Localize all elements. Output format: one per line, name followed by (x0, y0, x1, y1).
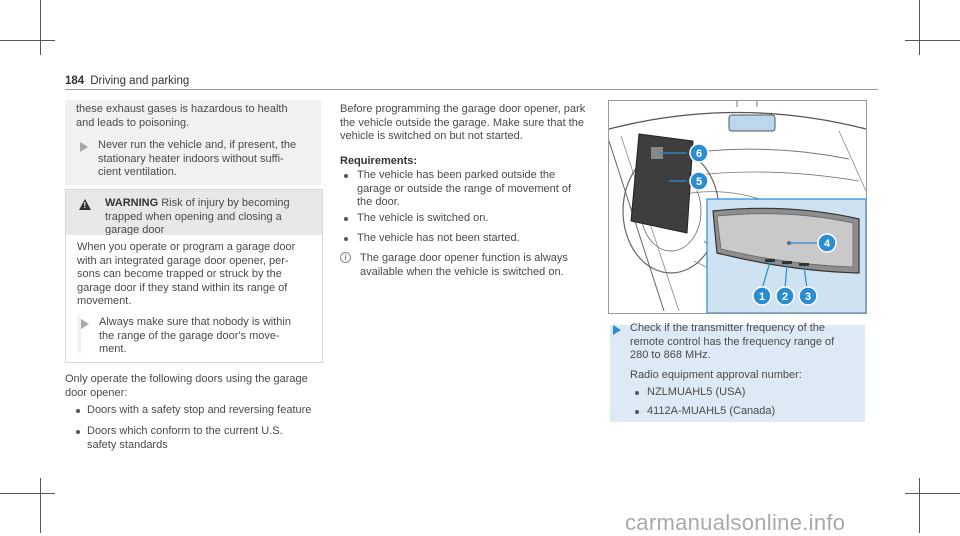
text-line: Doors which conform to the current U.S. (87, 425, 283, 437)
requirement-item: The vehicle has not been started. (357, 232, 597, 246)
warning-bullet-text: Always make sure that nobody is within t… (99, 316, 319, 357)
warning-header: ! WARNING Risk of injury by becoming tra… (66, 190, 322, 238)
list-bullet-icon (635, 410, 639, 414)
text-line: remote control has the frequency range o… (630, 335, 835, 348)
text-line: these exhaust gases is hazardous to heal… (76, 103, 288, 115)
crop-mark (905, 40, 960, 41)
step-text: Check if the transmitter frequency of th… (630, 322, 860, 363)
arrow-bullet-icon (613, 325, 621, 335)
text-line: available when the vehicle is switched o… (360, 265, 564, 278)
text-line: the vehicle outside the garage. Make sur… (340, 116, 584, 129)
text-line: garage door (105, 224, 165, 236)
col1-intro: Only operate the following doors using t… (65, 373, 325, 400)
warning-body-text: When you operate or program a garage doo… (77, 241, 317, 309)
continued-warning-box (65, 100, 321, 185)
text-line: The vehicle has not been started. (357, 232, 520, 244)
text-line: Before programming the garage door opene… (340, 103, 586, 115)
requirements-title: Requirements: (340, 155, 418, 167)
text-line: The vehicle has been parked outside the (357, 169, 556, 181)
watermark: carmanualsonline.info (625, 510, 846, 535)
text-line: trapped when opening and closing a (105, 210, 282, 223)
text-line: The garage door opener function is alway… (360, 252, 568, 264)
figure-label-3: 3 (805, 291, 811, 303)
text-line: and leads to poisoning. (76, 116, 190, 129)
text-line: vehicle is switched on but not started. (340, 130, 523, 142)
text-line: garage or outside the range of movement … (357, 182, 572, 195)
arrow-bullet-icon (80, 142, 88, 152)
mirror-illustration: 6 5 4 1 2 3 (608, 101, 867, 314)
figure-label-5: 5 (696, 176, 702, 188)
info-icon: i (340, 252, 351, 263)
requirement-item: The vehicle has been parked outside the … (357, 169, 597, 210)
figure-label-2: 2 (782, 291, 788, 303)
header-rule (65, 89, 878, 90)
text-line: When you operate or program a garage doo… (77, 241, 296, 253)
garage-opener-figure: 6 5 4 1 2 3 (608, 100, 867, 314)
text-line: stationary heater indoors without suffi- (98, 152, 284, 165)
page-number: 184 (65, 75, 85, 87)
text-line: with an integrated garage door opener, p… (77, 254, 289, 267)
list-bullet-icon (635, 391, 639, 395)
text-line: door opener: (65, 386, 128, 399)
text-line: safety standards (87, 438, 168, 451)
radio-item: NZLMUAHL5 (USA) (647, 386, 746, 398)
warning-triangle-icon (79, 199, 91, 210)
crop-mark (905, 493, 960, 494)
crop-mark (0, 493, 55, 494)
col2-intro: Before programming the garage door opene… (340, 103, 600, 144)
text-line: Never run the vehicle and, if present, t… (98, 139, 297, 151)
box1-text: these exhaust gases is hazardous to heal… (76, 103, 316, 130)
section-title: Driving and parking (90, 75, 190, 87)
text-line: movement. (77, 295, 132, 307)
figure-label-6: 6 (696, 148, 702, 160)
text-line: Doors with a safety stop and reversing f… (87, 404, 312, 416)
list-bullet-icon (76, 409, 80, 413)
warning-header-text: WARNING Risk of injury by becoming trapp… (105, 197, 315, 238)
info-text: The garage door opener function is alway… (360, 252, 600, 279)
list-item: Doors which conform to the current U.S. … (87, 425, 327, 452)
warning-label: WARNING (105, 197, 159, 209)
text-line: WARNING Risk of injury by becoming (105, 197, 315, 211)
step-box (610, 325, 865, 422)
text-line: the door. (357, 196, 400, 208)
crop-mark (40, 478, 41, 533)
text-line: garage door if they stand within its ran… (77, 281, 288, 294)
list-bullet-icon (76, 430, 80, 434)
crop-mark (40, 0, 41, 55)
arrow-bullet-icon (81, 319, 89, 329)
warning-box: ! WARNING Risk of injury by becoming tra… (65, 189, 323, 363)
list-bullet-icon (344, 174, 348, 178)
text-line: the range of the garage door's move- (99, 329, 280, 342)
warning-body: When you operate or program a garage doo… (66, 235, 322, 362)
list-bullet-icon (344, 217, 348, 221)
text-line: Check if the transmitter frequency of th… (630, 322, 826, 334)
requirement-item: The vehicle is switched on. (357, 212, 597, 226)
text-line: 280 to 868 MHz. (630, 349, 711, 361)
text-line: Risk of injury by becoming (161, 197, 290, 209)
warning-exclamation-icon: ! (83, 201, 87, 210)
text-line: cient ventilation. (98, 166, 177, 178)
radio-label: Radio equipment approval number: (630, 369, 802, 381)
crop-mark (0, 40, 55, 41)
text-line: The vehicle is switched on. (357, 212, 489, 224)
crop-mark (919, 0, 920, 55)
page-header: 184 Driving and parking (65, 75, 189, 87)
box1-bullet-text: Never run the vehicle and, if present, t… (98, 139, 318, 180)
text-line: ment. (99, 343, 127, 355)
crop-mark (919, 478, 920, 533)
list-bullet-icon (344, 237, 348, 241)
text-line: Always make sure that nobody is within (99, 316, 291, 328)
radio-item: 4112A-MUAHL5 (Canada) (647, 405, 776, 417)
figure-label-1: 1 (759, 291, 765, 303)
figure-label-4: 4 (824, 238, 831, 250)
list-item: Doors with a safety stop and reversing f… (87, 404, 327, 418)
text-line: Only operate the following doors using t… (65, 373, 308, 385)
text-line: sons can become trapped or struck by the (77, 268, 282, 280)
warning-bullet-bg (77, 315, 81, 353)
